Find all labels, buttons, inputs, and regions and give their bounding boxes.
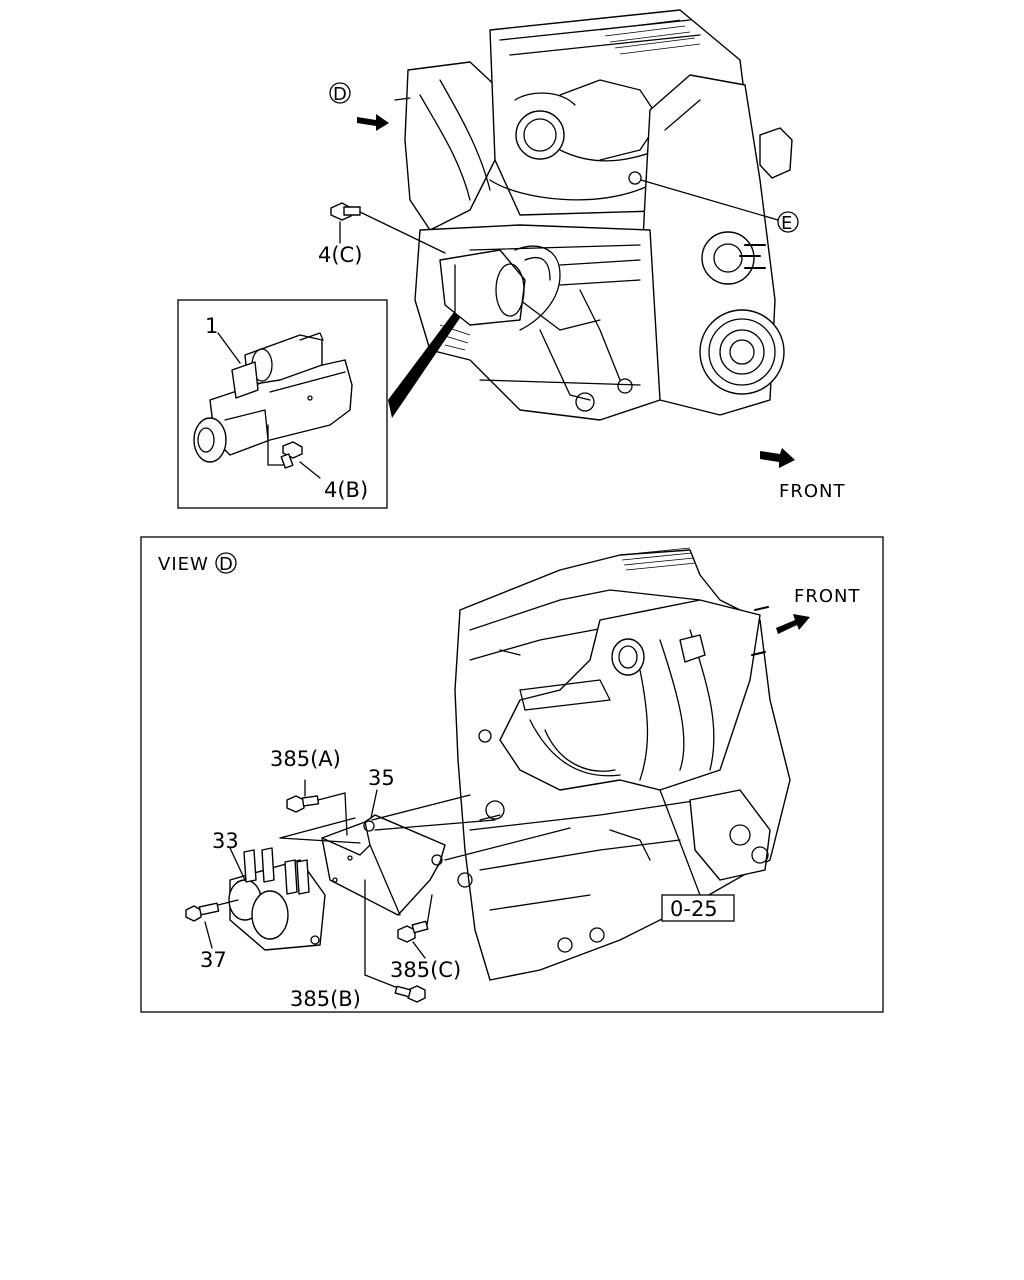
front-arrow-icon-d	[776, 614, 810, 634]
screw-37: 37	[185, 899, 239, 972]
callout-385a: 385(A)	[270, 747, 341, 771]
svg-text:D: D	[333, 84, 348, 105]
engine-view-d-illustration	[454, 547, 791, 981]
view-d-title: VIEW D	[158, 552, 237, 575]
reference-0-25: 0-25	[659, 789, 735, 922]
front-arrow-view-d: FRONT	[776, 586, 861, 634]
svg-text:E: E	[781, 213, 793, 234]
front-label-view-d: FRONT	[794, 586, 861, 607]
bracket-35: 35	[279, 766, 571, 916]
ignition-coil-33: 33	[212, 829, 326, 951]
bolt-4c: 4(C)	[318, 202, 446, 267]
bolt-385a: 385(A)	[270, 747, 348, 836]
callout-4c: 4(C)	[318, 243, 362, 267]
callout-0-25: 0-25	[670, 897, 718, 921]
engine-upper-illustration	[394, 9, 793, 421]
callout-33: 33	[212, 829, 239, 853]
bolt-385b: 385(B)	[290, 879, 426, 1011]
callout-35: 35	[368, 766, 395, 790]
view-d-marker: D	[329, 82, 389, 131]
bolt-385c: 385(C)	[390, 894, 461, 982]
view-e-marker: E	[640, 179, 799, 234]
svg-text:D: D	[219, 554, 234, 575]
view-d-frame	[140, 536, 884, 1013]
view-direction-arrow	[357, 114, 389, 131]
callout-4b: 4(B)	[324, 478, 368, 502]
front-label-upper: FRONT	[779, 481, 846, 502]
callout-385c: 385(C)	[390, 958, 461, 982]
callout-1: 1	[205, 314, 218, 338]
front-arrow-icon	[760, 448, 795, 468]
callout-385b: 385(B)	[290, 987, 361, 1011]
svg-text:VIEW: VIEW	[158, 554, 209, 575]
starter-inset: 1 4(B)	[177, 299, 460, 509]
front-arrow-upper: FRONT	[760, 448, 846, 502]
callout-37: 37	[200, 948, 227, 972]
